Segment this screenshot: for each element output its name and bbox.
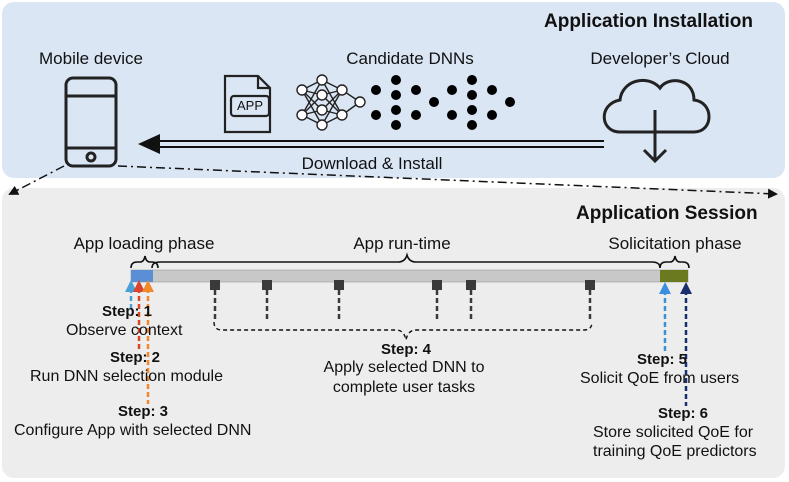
step6-text-line1: Store solicited QoE for — [593, 424, 754, 441]
step2-arrow — [133, 280, 145, 350]
app-icon-text: APP — [236, 98, 264, 113]
session-panel — [2, 188, 785, 478]
developer-cloud-label: Developer’s Cloud — [590, 49, 730, 68]
zoom-connector-lines — [8, 165, 778, 199]
session-title: Application Session — [576, 203, 758, 224]
step1-text: Observe context — [66, 322, 183, 339]
step6-text-line2: training QoE predictors — [593, 443, 757, 460]
neural-network-icon — [446, 74, 516, 131]
phase-runtime-label: App run-time — [353, 234, 451, 253]
step5-title: Step: 5 — [637, 351, 688, 368]
phase-loading-label: App loading phase — [73, 234, 215, 253]
phase-braces — [130, 252, 690, 269]
loading-phase-block — [131, 270, 153, 282]
step2-title: Step: 2 — [110, 349, 161, 366]
neural-network-icon — [296, 74, 366, 131]
step2-text: Run DNN selection module — [30, 368, 223, 385]
step4-title: Step: 4 — [380, 341, 432, 358]
step1-arrow — [125, 280, 137, 312]
step3-title: Step: 3 — [118, 403, 169, 420]
step6-arrow — [680, 282, 692, 406]
download-install-label: Download & Install — [301, 154, 443, 173]
phase-solicit-label: Solicitation phase — [608, 234, 742, 253]
step1-title: Step: 1 — [102, 303, 153, 320]
step4-text-line1: Apply selected DNN to — [323, 359, 485, 376]
step5-arrow — [659, 282, 671, 352]
step5-text: Solicit QoE from users — [580, 370, 740, 387]
cloud-download-icon — [602, 78, 711, 164]
step4-text-line2: complete user tasks — [332, 379, 476, 396]
app-document-icon — [223, 74, 272, 134]
installation-title: Application Installation — [544, 11, 754, 32]
download-arrow — [138, 134, 604, 154]
solicit-phase-block — [660, 270, 688, 282]
step3-arrow — [142, 280, 154, 404]
step4-brace — [213, 321, 593, 341]
step3-text: Configure App with selected DNN — [14, 422, 252, 439]
neural-network-icon — [370, 74, 440, 131]
phone-icon — [64, 76, 118, 168]
step6-title: Step: 6 — [658, 405, 709, 422]
task-markers — [210, 280, 595, 322]
mobile-device-label: Mobile device — [39, 49, 143, 68]
candidate-dnns-label: Candidate DNNs — [346, 49, 474, 68]
